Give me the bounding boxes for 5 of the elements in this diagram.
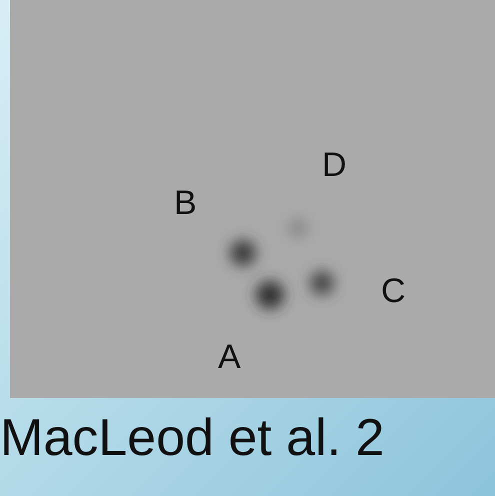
point-label: C: [381, 274, 406, 308]
point-label: D: [322, 148, 347, 182]
point-label: A: [218, 340, 241, 374]
caption: MacLeod et al. 2: [0, 412, 384, 464]
point-label: B: [174, 186, 197, 220]
